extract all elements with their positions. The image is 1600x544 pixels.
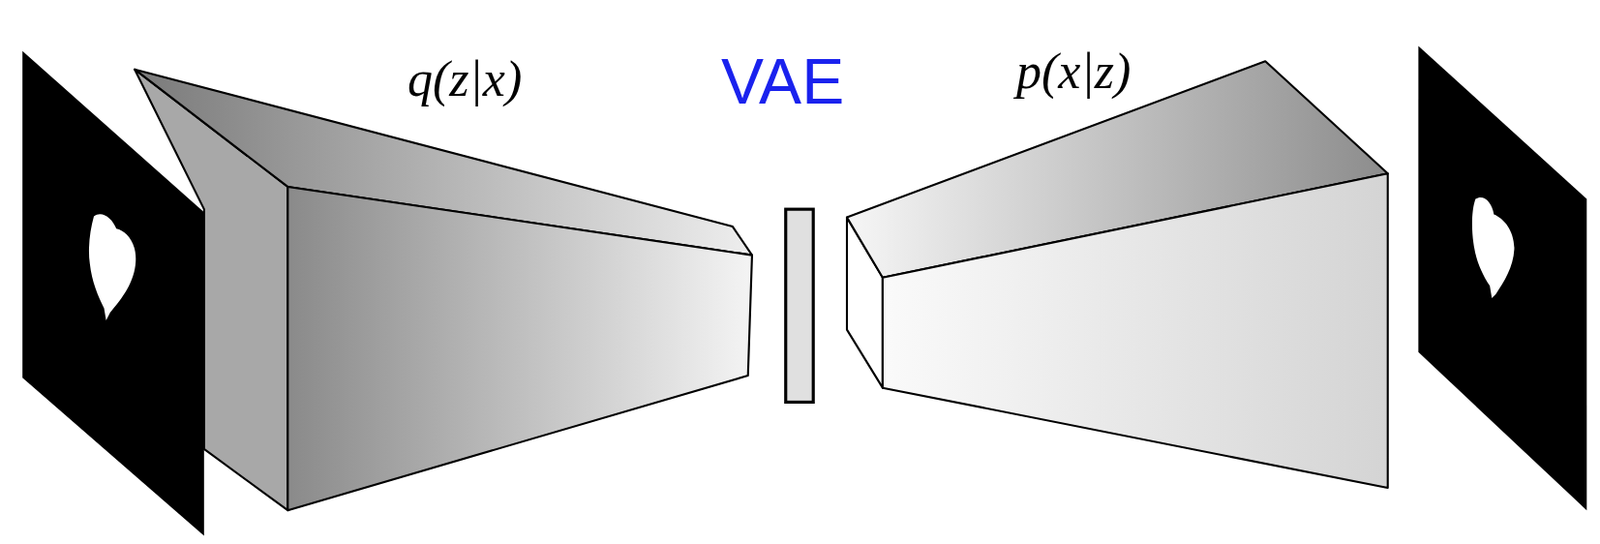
math-label: q(z|x) [407,54,522,105]
math-label: p(x|z) [1016,46,1131,97]
latent-code [785,209,814,402]
encoder-block [134,69,753,512]
model-title: VAE [721,49,845,114]
input-image [22,51,205,537]
decoder-label: p(x|z) [1016,46,1131,97]
decoder-block [846,60,1389,488]
encoder-label: q(z|x) [407,54,522,105]
output-image [1418,45,1587,511]
